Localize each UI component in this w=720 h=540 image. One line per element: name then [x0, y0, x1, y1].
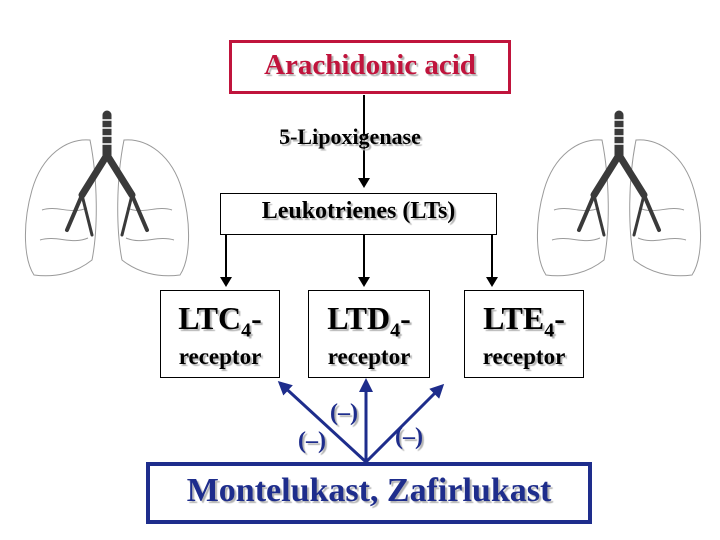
lungs-icon: [537, 110, 701, 277]
ltc4-receptor-label: receptor: [178, 344, 262, 369]
ltd4-receptor-label: receptor: [327, 344, 411, 369]
arachidonic-acid-label: Arachidonic acid: [264, 49, 476, 81]
lte4-receptor-label: receptor: [482, 344, 566, 369]
inhibit-arrow-lte4: [364, 383, 445, 464]
lte4-receptor-box: [464, 290, 584, 378]
ltc4-name: LTC4-: [178, 300, 262, 342]
inhibition-label-ltd4: (–): [330, 400, 358, 426]
ltd4-name: LTD4-: [327, 300, 411, 342]
ltc4-receptor-box: [160, 290, 280, 378]
lte4-name: LTE4-: [483, 300, 565, 342]
inhibition-label-ltc4: (–): [298, 428, 326, 454]
inhibit-arrow-ltc4: [277, 380, 368, 464]
leukotrienes-label: Leukotrienes (LTs): [261, 198, 456, 224]
drug-label: Montelukast, Zafirlukast: [186, 472, 552, 509]
arachidonic-acid-box: [229, 40, 511, 94]
leukotrienes-box: [220, 193, 497, 235]
drug-box: [146, 462, 592, 524]
inhibition-label-lte4: (–): [395, 424, 423, 450]
ltd4-receptor-box: [308, 290, 430, 378]
enzyme-label: 5-Lipoxigenase: [279, 124, 421, 149]
lungs-icon: [25, 110, 189, 277]
